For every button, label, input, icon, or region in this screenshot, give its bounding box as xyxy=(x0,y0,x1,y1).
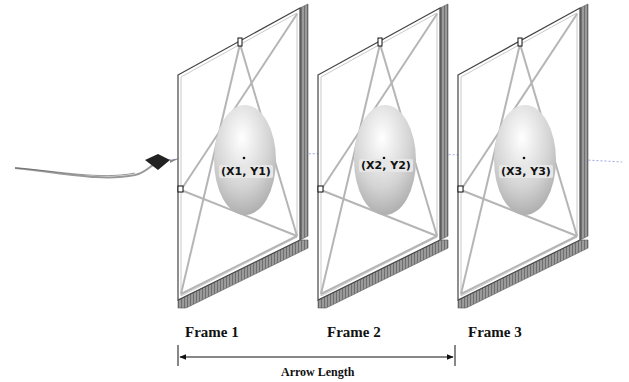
frame-label: Frame 1 xyxy=(185,324,239,341)
coordinate-label: (X3, Y3) xyxy=(499,165,553,178)
frame-label: Frame 2 xyxy=(327,324,381,341)
dimension-label: Arrow Length xyxy=(279,365,356,380)
coordinate-label: (X1, Y1) xyxy=(219,165,273,178)
coordinate-label: (X2, Y2) xyxy=(359,159,413,172)
frame-label: Frame 3 xyxy=(468,324,522,341)
